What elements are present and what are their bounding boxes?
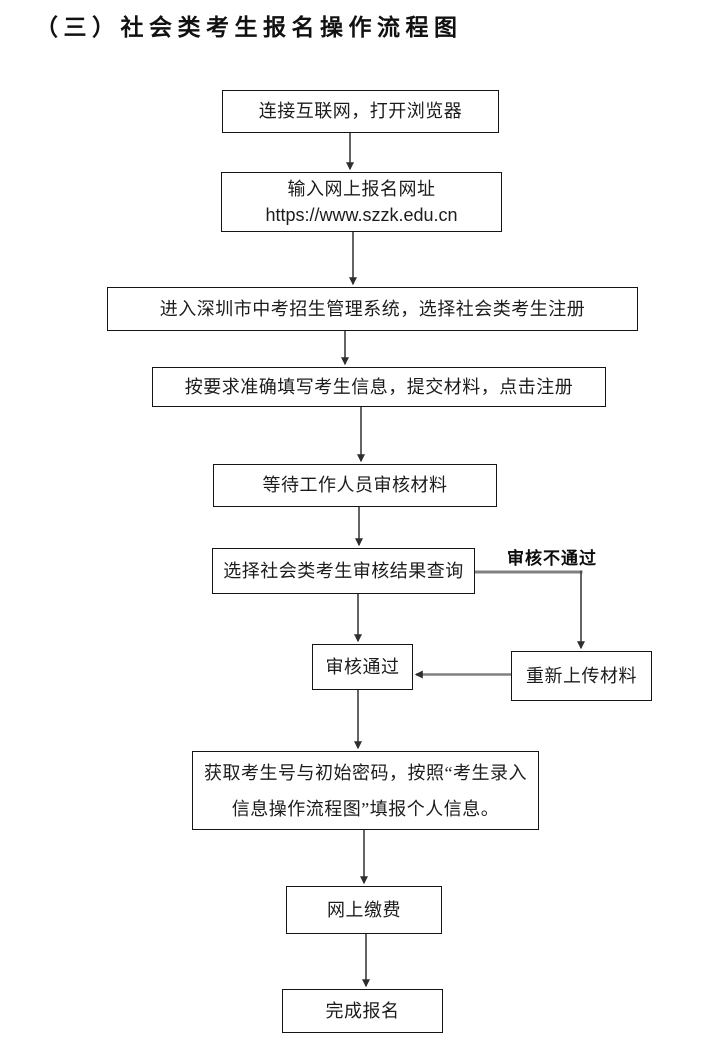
flow-node-query-result: 选择社会类考生审核结果查询 <box>212 548 475 594</box>
node-label-line2: 信息操作流程图”填报个人信息。 <box>231 798 500 819</box>
node-label: 等待工作人员审核材料 <box>262 475 448 495</box>
node-label: 审核通过 <box>325 656 400 677</box>
flow-node-enter-url: 输入网上报名网址 https://www.szzk.edu.cn <box>221 172 502 232</box>
flow-node-complete-registration: 完成报名 <box>282 989 443 1033</box>
node-label: 进入深圳市中考招生管理系统，选择社会类考生注册 <box>159 298 586 319</box>
flow-node-reupload-material: 重新上传材料 <box>511 651 652 701</box>
node-label: 完成报名 <box>325 1000 400 1021</box>
node-url-text: https://www.szzk.edu.cn <box>265 205 458 225</box>
flow-node-pay-online: 网上缴费 <box>286 886 442 934</box>
node-label: 获取考生号与初始密码，按照“考生录入 <box>204 762 527 783</box>
page-title: （三）社会类考生报名操作流程图 <box>35 15 463 40</box>
node-label: 连接互联网，打开浏览器 <box>258 101 463 121</box>
flow-node-get-id-password: 获取考生号与初始密码，按照“考生录入 信息操作流程图”填报个人信息。 <box>192 751 539 830</box>
node-label: 输入网上报名网址 <box>287 178 436 199</box>
flow-node-connect-internet: 连接互联网，打开浏览器 <box>222 90 499 133</box>
flow-node-fill-info: 按要求准确填写考生信息，提交材料，点击注册 <box>152 367 606 407</box>
flow-node-review-passed: 审核通过 <box>312 644 413 690</box>
node-label: 选择社会类考生审核结果查询 <box>223 560 464 581</box>
node-label: 重新上传材料 <box>526 665 637 686</box>
flow-node-enter-system: 进入深圳市中考招生管理系统，选择社会类考生注册 <box>107 287 638 331</box>
node-label: 网上缴费 <box>327 899 401 920</box>
branch-label-review-failed: 审核不通过 <box>507 549 597 568</box>
flow-node-wait-review: 等待工作人员审核材料 <box>213 464 497 507</box>
node-label: 按要求准确填写考生信息，提交材料，点击注册 <box>184 376 574 397</box>
